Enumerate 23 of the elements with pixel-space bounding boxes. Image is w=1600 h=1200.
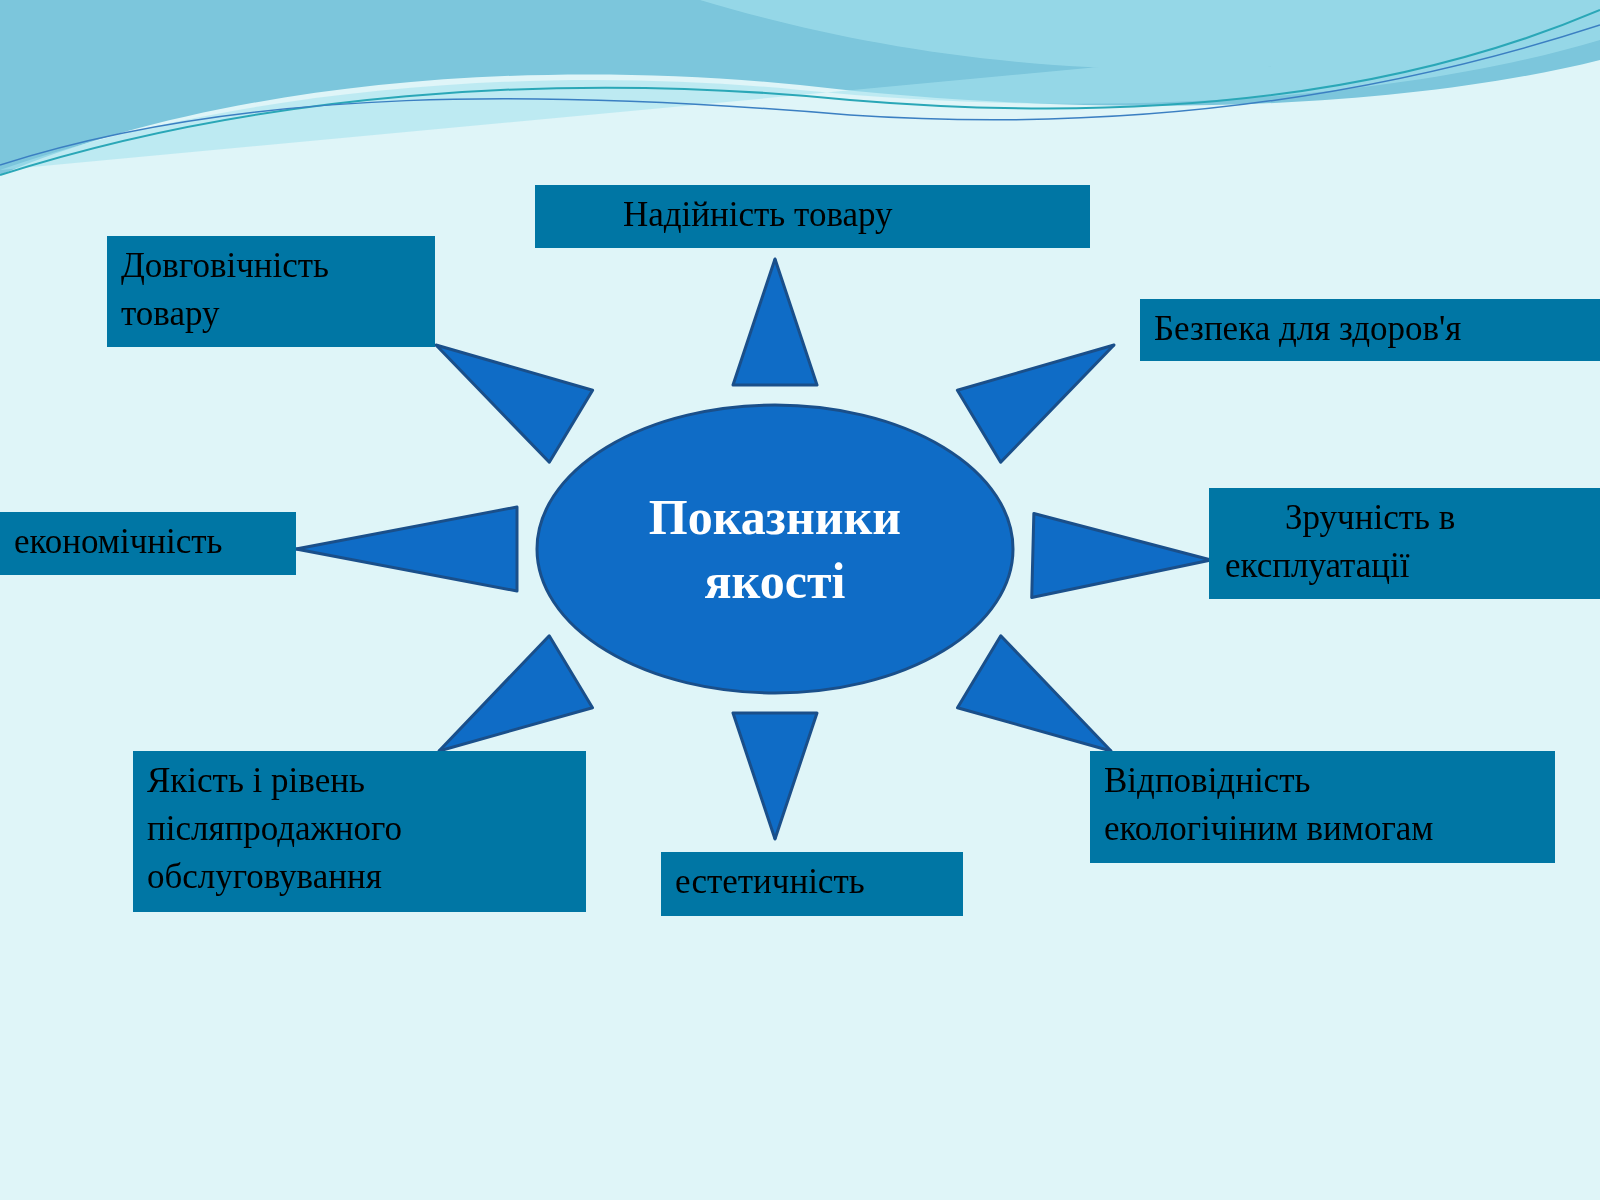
triangle-arrow — [437, 634, 594, 753]
indicator-box — [133, 751, 586, 912]
center-title: Показники якості — [647, 488, 903, 611]
indicator-label: Якість і рівень післяпродажного обслуговування — [147, 760, 403, 898]
triangle-arrow — [956, 634, 1113, 753]
indicator-box — [661, 852, 963, 916]
triangle-arrow — [731, 711, 819, 841]
triangle-arrow — [955, 343, 1116, 464]
indicator-label: економічність — [14, 521, 224, 563]
indicator-box — [1090, 751, 1555, 863]
indicator-box — [1140, 299, 1600, 361]
indicator-label: естетичність — [675, 861, 866, 903]
indicator-label: Безпека для здоров'я — [1154, 308, 1463, 350]
indicator-label: Відповідність екологічіним вимогам — [1104, 760, 1435, 850]
indicator-box — [0, 512, 296, 575]
indicator-label: Надійність товару — [623, 194, 894, 236]
indicator-label: Зручність в експлуатації — [1225, 497, 1457, 587]
indicator-box — [107, 236, 435, 347]
indicator-label: Довговічність товару — [121, 245, 330, 335]
indicator-box — [1209, 488, 1600, 599]
triangle-arrow — [731, 257, 819, 387]
triangle-arrow — [434, 343, 595, 464]
indicator-box — [535, 185, 1090, 248]
